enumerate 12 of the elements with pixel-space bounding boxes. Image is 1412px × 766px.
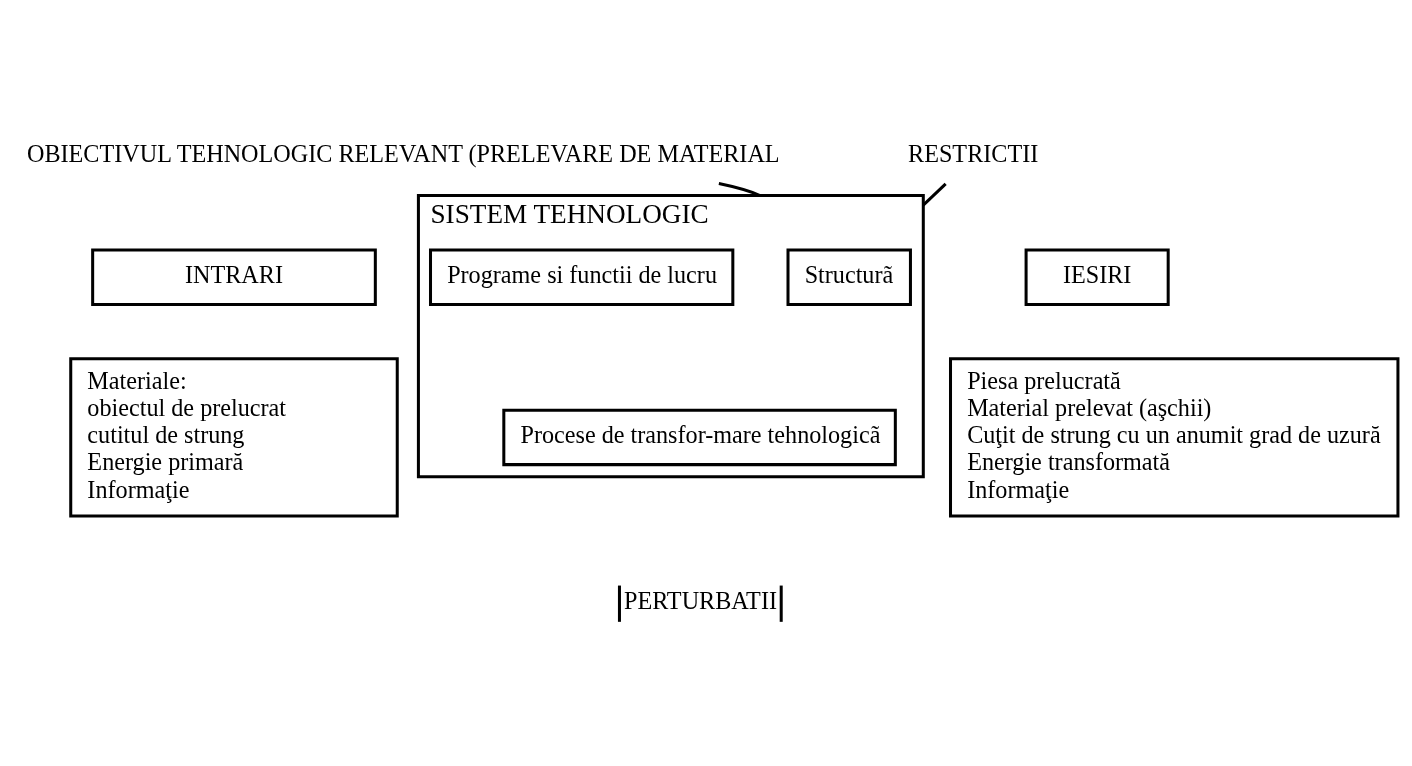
node-box: IESIRI — [1024, 248, 1170, 306]
node-box: Piesa prelucrată Material prelevat (aşchii) Cuţit de strung cu un anumit grad de uzură Energie transformată Informaţie — [949, 357, 1400, 518]
label: PERTURBATII — [623, 587, 777, 615]
connector — [922, 182, 947, 207]
node-text: OBIECTIVUL TEHNOLOGIC RELEVANT (PRELEVARE DE MATERIAL — [26, 140, 780, 167]
node-box: Materiale: obiectul de prelucrat cutitul de strung Energie primară Informaţie — [69, 357, 399, 518]
node-box: Structurã — [786, 248, 912, 306]
node-box: Programe si functii de lucru — [429, 248, 735, 306]
node-text: RESTRICTII — [908, 140, 1039, 167]
node-box: INTRARI — [91, 248, 377, 306]
connector — [718, 182, 761, 197]
node-box: Procese de transfor-mare tehnologicã — [502, 408, 897, 467]
